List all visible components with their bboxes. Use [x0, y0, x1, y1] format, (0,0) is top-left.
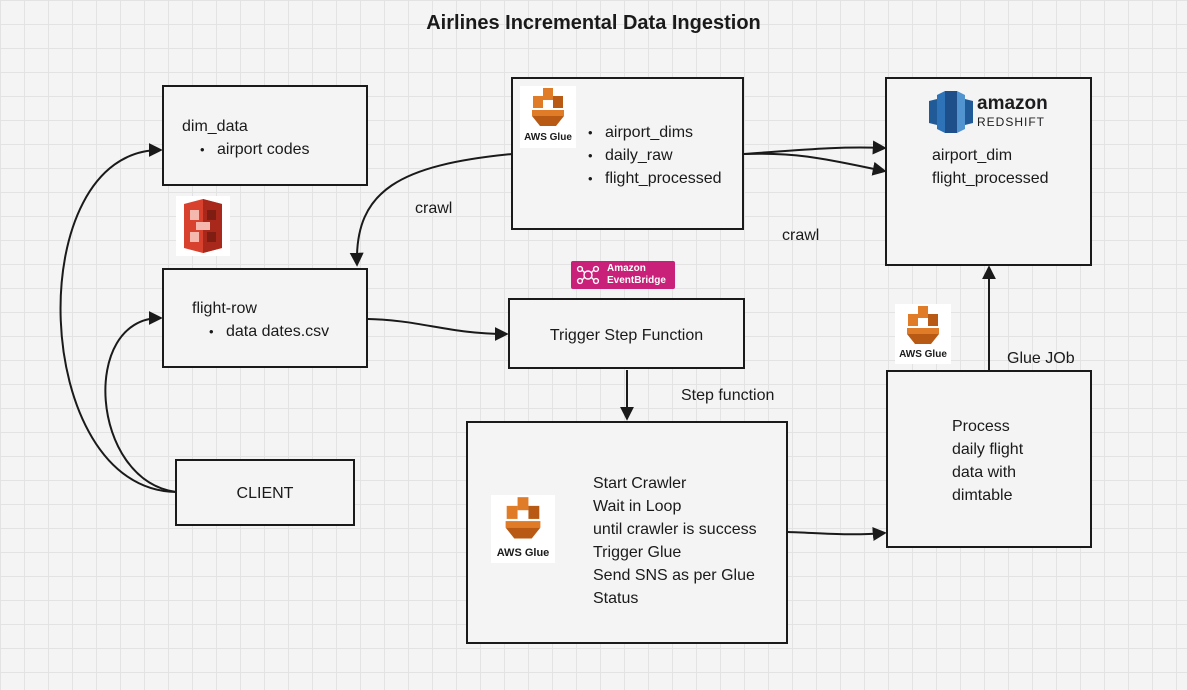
amazon-eventbridge-icon: Amazon EventBridge: [571, 261, 675, 289]
amazon-redshift-icon: [927, 89, 975, 135]
arrow-step-to-process: [787, 527, 887, 541]
glue-catalog-item: daily_raw: [588, 144, 672, 167]
diagram-title: Airlines Incremental Data Ingestion: [426, 12, 761, 34]
arrow-client-to-flight: [104, 311, 177, 493]
crawl-label-left: crawl: [415, 200, 453, 217]
client-label: CLIENT: [236, 485, 294, 502]
trigger-label: Trigger Step Function: [549, 327, 704, 344]
redshift-line: flight_processed: [932, 170, 1049, 187]
process-line: data with: [952, 464, 1017, 481]
aws-glue-caption: AWS Glue: [496, 547, 550, 559]
glue-catalog-item: flight_processed: [588, 167, 721, 190]
flight-row-heading: flight-row: [192, 300, 257, 317]
glue-catalog-box: AWS Glue airport_dims daily_raw flight_p…: [511, 77, 744, 230]
step-line: Start Crawler: [593, 475, 687, 492]
process-line: dimtable: [952, 487, 1013, 504]
aws-glue-icon: AWS Glue: [520, 86, 576, 148]
dim-data-item: airport codes: [200, 138, 309, 161]
step-line: Wait in Loop: [593, 498, 682, 515]
glue-catalog-item: airport_dims: [588, 121, 693, 144]
dim-data-box: dim_data airport codes: [162, 85, 368, 186]
crawl-label-right: crawl: [782, 227, 820, 244]
aws-glue-caption: AWS Glue: [524, 132, 572, 143]
eventbridge-line2: EventBridge: [607, 275, 666, 286]
trigger-step-function-box: Trigger Step Function: [508, 298, 745, 369]
step-line: Trigger Glue: [593, 544, 682, 561]
aws-glue-icon: AWS Glue: [895, 304, 951, 364]
redshift-box: amazon REDSHIFT airport_dim flight_proce…: [885, 77, 1092, 266]
client-box: CLIENT: [175, 459, 355, 526]
redshift-logo-sub: REDSHIFT: [977, 115, 1045, 129]
arrow-glue-to-redshift-1: [743, 152, 887, 176]
aws-glue-icon: AWS Glue: [491, 495, 555, 563]
step-function-box: AWS Glue Start Crawler Wait in Loop unti…: [466, 421, 788, 644]
step-line: until crawler is success: [593, 521, 757, 538]
process-line: daily flight: [952, 441, 1024, 458]
aws-glue-caption: AWS Glue: [899, 349, 947, 360]
flight-row-box: flight-row data dates.csv: [162, 268, 368, 368]
eventbridge-line1: Amazon: [607, 263, 646, 274]
step-line: Status: [593, 590, 639, 607]
step-function-label: Step function: [681, 387, 775, 404]
s3-bucket-icon: [176, 196, 230, 256]
redshift-logo-word: amazon: [977, 93, 1048, 114]
step-line: Send SNS as per Glue: [593, 567, 755, 584]
flight-row-item: data dates.csv: [209, 320, 329, 343]
arrow-flight-to-trigger: [367, 318, 509, 341]
redshift-line: airport_dim: [932, 147, 1013, 164]
glue-job-label: Glue JOb: [1007, 350, 1075, 367]
process-line: Process: [952, 418, 1010, 435]
arrow-crawl-to-flight: [349, 153, 513, 267]
arrow-client-to-dim: [59, 143, 177, 493]
arrow-glue-to-redshift-2: [743, 140, 887, 155]
dim-data-heading: dim_data: [182, 118, 248, 135]
process-box: Process daily flight data with dimtable: [886, 370, 1092, 548]
